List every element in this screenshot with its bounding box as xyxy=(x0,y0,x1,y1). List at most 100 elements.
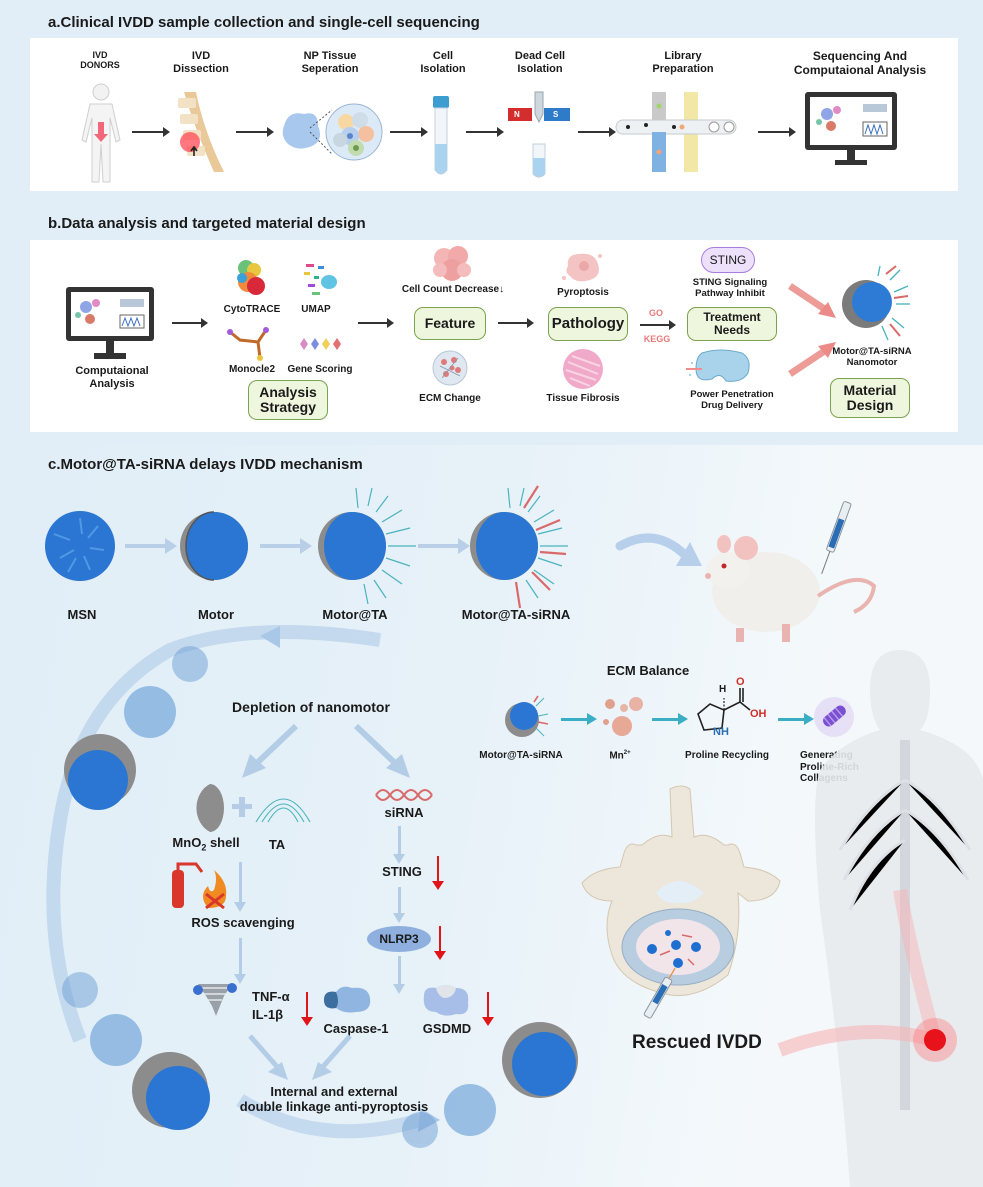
go-label: GO xyxy=(648,308,663,318)
arrow-a2 xyxy=(236,127,274,137)
arrow-b2 xyxy=(358,318,394,328)
arrow-a3 xyxy=(390,127,428,137)
sequencing-monitor-icon xyxy=(805,92,897,165)
gsdmd-label: GSDMD xyxy=(422,1021,472,1036)
nlrp3-ellipse: NLRP3 xyxy=(367,926,431,952)
pyroptosis-cell-icon xyxy=(562,253,602,282)
nanomotor-icon xyxy=(842,265,910,341)
proline-o-atom: O xyxy=(736,676,745,688)
cytokine-down-arrow xyxy=(301,992,313,1026)
ecm-dish-icon xyxy=(432,350,468,386)
sting-pill: STING xyxy=(701,247,755,273)
magnet-south-label: S xyxy=(553,110,559,119)
arrow-b1 xyxy=(172,318,208,328)
ecm-motor-label: Motor@TA-siRNA xyxy=(479,750,563,761)
method-cytotrace-label: CytoTRACE xyxy=(223,304,281,315)
method-gene-scoring-label: Gene Scoring xyxy=(287,364,353,375)
pink-arrows xyxy=(788,283,836,377)
stage-label-motor-ta-sirna: Motor@TA-siRNA xyxy=(461,607,571,622)
ecm-balance-title: ECM Balance xyxy=(606,663,690,678)
il-1-beta-label: IL-1β xyxy=(252,1007,284,1022)
section-c-title: c.Motor@TA-siRNA delays IVDD mechanism xyxy=(48,456,363,473)
proline-structure xyxy=(697,688,751,731)
intervertebral-disc-icon xyxy=(686,349,750,382)
cell-tube-icon xyxy=(433,96,449,175)
sirna-label: siRNA xyxy=(384,805,424,820)
stage-label-motor: Motor xyxy=(197,607,235,622)
magnet-north-label: N xyxy=(514,110,520,119)
converging-arrows xyxy=(248,1034,352,1080)
depletion-split-arrows xyxy=(242,723,410,778)
arrow-ros-down xyxy=(234,938,246,984)
tissue-fibrosis-icon xyxy=(563,349,603,389)
section-a-title: a.Clinical IVDD sample collection and si… xyxy=(48,14,480,31)
stage-label-motor-ta: Motor@TA xyxy=(322,607,388,622)
umap-plot-icon xyxy=(304,264,337,295)
tissue-fibrosis-label: Tissue Fibrosis xyxy=(546,393,620,404)
ivd-spine-icon xyxy=(178,92,224,172)
kegg-label: KEGG xyxy=(643,334,671,344)
mno2-shell-label: MnO2 shell xyxy=(172,835,240,853)
human-donor-icon xyxy=(81,83,121,183)
collagen-helix-icon xyxy=(814,697,854,737)
computational-monitor-icon xyxy=(66,287,154,359)
caspase-1-protein-icon xyxy=(324,986,371,1013)
feature-box: Feature xyxy=(414,307,486,340)
stage-arrow-3 xyxy=(418,538,470,554)
arrow-to-ros xyxy=(234,862,246,912)
section-b-panel xyxy=(30,240,958,432)
np-tissue-icon xyxy=(282,103,383,161)
sting-down-arrow xyxy=(432,856,444,890)
gsdmd-down-arrow xyxy=(482,992,494,1026)
msn-particle-icon xyxy=(45,511,115,581)
arrow-sting-nlrp3 xyxy=(393,887,405,923)
gsdmd-protein-icon xyxy=(423,985,469,1016)
fire-extinguisher-icon xyxy=(172,862,227,910)
arrow-a5 xyxy=(578,127,616,137)
caspase-1-label: Caspase-1 xyxy=(323,1021,389,1036)
stage-arrow-2 xyxy=(260,538,312,554)
pyroptosis-label: Pyroptosis xyxy=(557,287,609,298)
ecm-nanomotor-icon xyxy=(505,695,549,737)
proline-h-atom: H xyxy=(719,684,727,695)
method-umap-label: UMAP xyxy=(301,304,331,315)
rescued-ivdd-label: Rescued IVDD xyxy=(632,1032,762,1053)
mn-ion-label: Mn2+ xyxy=(609,750,631,762)
nlrp3-down-arrow xyxy=(434,926,446,960)
mn-ions-icon xyxy=(603,697,643,736)
cytotrace-plot-icon xyxy=(237,260,265,295)
proline-nh-group: NH xyxy=(713,726,729,738)
mno2-ta-icon xyxy=(196,784,311,832)
proline-oh-group: OH xyxy=(750,708,767,720)
proline-recycling-label: Proline Recycling xyxy=(685,750,769,761)
motor-ta-particle-icon xyxy=(318,487,416,605)
vertebra-illustration xyxy=(581,785,781,1019)
magnet-separation-icon xyxy=(508,91,570,178)
arrow-a6 xyxy=(758,127,796,137)
method-monocle2-label: Monocle2 xyxy=(228,364,276,375)
cell-count-decrease-label: Cell Count Decrease↓ xyxy=(401,284,505,295)
arrow-b3 xyxy=(498,318,534,328)
ecm-arrow-3 xyxy=(778,713,814,725)
pathology-box: Pathology xyxy=(548,307,628,341)
monocle2-trajectory-icon xyxy=(227,327,269,361)
motor-particle-icon xyxy=(180,511,248,581)
ta-label: TA xyxy=(268,837,286,852)
nanomotor-cycle-illustration xyxy=(46,625,578,1148)
tnf-alpha-label: TNF-α xyxy=(252,989,290,1004)
stage-label-msn: MSN xyxy=(67,607,97,622)
gene-scoring-icon xyxy=(300,338,341,350)
arrow-b4 xyxy=(640,320,676,330)
stage-arrow-1 xyxy=(125,538,177,554)
